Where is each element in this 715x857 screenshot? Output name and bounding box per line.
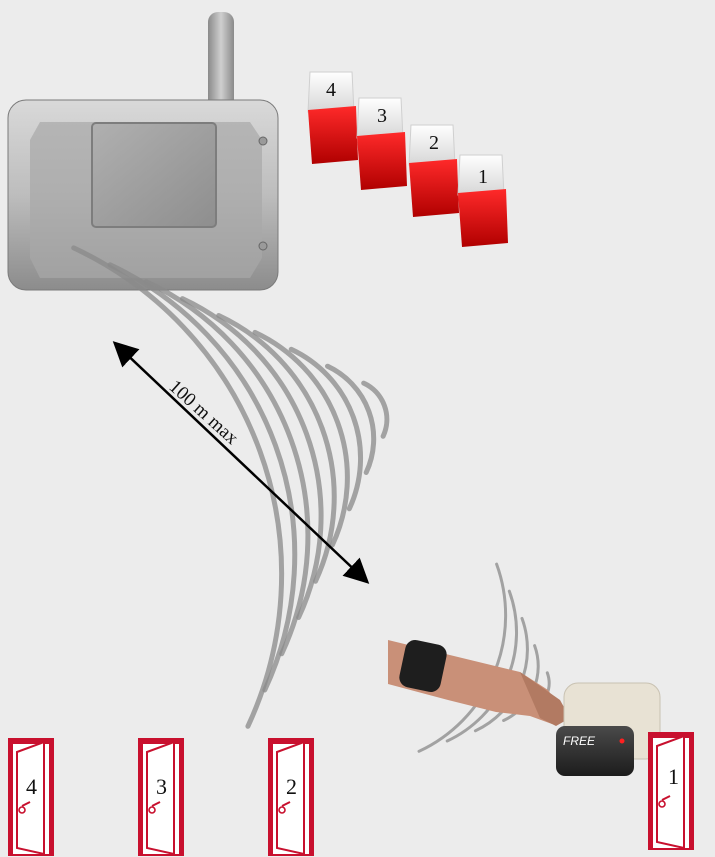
distance-indicator: 100 m max (120, 348, 362, 577)
hub-antenna (208, 12, 234, 112)
siren-unit: 1 (458, 155, 508, 247)
siren-unit: 3 (357, 98, 407, 190)
siren-unit: 4 (308, 72, 358, 164)
door-icon: 1 (648, 732, 694, 850)
radio-waves-large (74, 248, 387, 726)
siren-number: 4 (326, 79, 336, 101)
hub-screen (92, 123, 216, 227)
siren-unit: 2 (409, 125, 459, 217)
door-icon: 2 (268, 738, 314, 856)
alarm-hub-device (8, 12, 278, 290)
radio-wave-arc (74, 248, 282, 726)
hub-screw (259, 137, 267, 145)
door-number: 2 (286, 774, 297, 799)
access-reader: FREE (556, 683, 660, 776)
distance-arrow (120, 348, 362, 577)
hub-screw (259, 242, 267, 250)
siren-number: 3 (377, 105, 387, 127)
door-number: 3 (156, 774, 167, 799)
door-number: 1 (668, 764, 679, 789)
hand-with-wristband (388, 638, 570, 726)
reader-led (620, 739, 625, 744)
door-icon: 4 (8, 738, 54, 856)
siren-number: 2 (429, 132, 439, 154)
door-number: 4 (26, 774, 37, 799)
door-icon: 3 (138, 738, 184, 856)
siren-number: 1 (478, 166, 488, 188)
reader-brand: FREE (563, 734, 596, 748)
siren-group: 4 3 2 1 (308, 72, 508, 247)
